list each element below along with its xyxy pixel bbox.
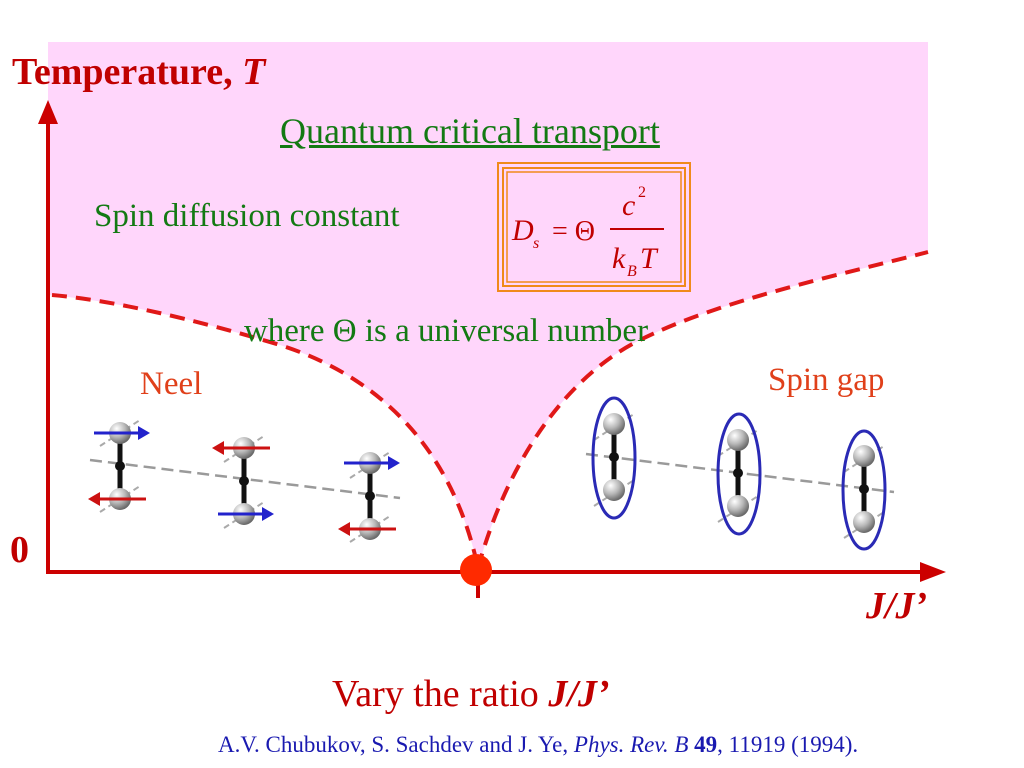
y-axis-label-variable: T bbox=[242, 51, 266, 93]
neel-lattice bbox=[88, 419, 401, 543]
singlet-ellipse bbox=[591, 396, 637, 520]
lattice-line-left bbox=[89, 458, 401, 500]
neel-dimer-3 bbox=[338, 451, 400, 543]
formula-box: D s = Θ c 2 k B T bbox=[497, 162, 691, 292]
neel-dimer-2 bbox=[212, 435, 274, 529]
x-axis-arrowhead bbox=[920, 562, 946, 582]
diagram-title: Quantum critical transport bbox=[280, 111, 660, 151]
formula-denominator-k: k bbox=[612, 242, 626, 275]
singlet-dimer-2 bbox=[716, 412, 762, 536]
spin-gap-phase-label: Spin gap bbox=[768, 362, 885, 398]
singlet-ellipse bbox=[841, 429, 887, 551]
singlet-dimer-3 bbox=[841, 429, 887, 551]
y-axis-arrowhead bbox=[38, 100, 58, 124]
citation-journal: Phys. Rev. B bbox=[573, 732, 689, 757]
formula-denominator-sub: B bbox=[627, 263, 637, 280]
formula-lhs: D bbox=[511, 214, 534, 247]
formula-denominator-t: T bbox=[640, 242, 659, 275]
spin-gap-lattice bbox=[585, 396, 895, 551]
neel-phase-label: Neel bbox=[140, 366, 203, 402]
vary-ratio-variable: J/J’ bbox=[548, 673, 610, 715]
x-axis-label: J/J’ bbox=[866, 585, 928, 627]
quantum-critical-point bbox=[460, 554, 492, 586]
crossover-line-left bbox=[51, 293, 480, 569]
formula-equals-theta: = Θ bbox=[552, 216, 595, 247]
y-axis-label: Temperature, T bbox=[12, 50, 265, 94]
quantum-critical-region bbox=[48, 42, 928, 568]
formula-lhs-sub: s bbox=[533, 235, 539, 252]
citation-authors: A.V. Chubukov, S. Sachdev and J. Ye, bbox=[218, 732, 574, 757]
singlet-dimer-1 bbox=[591, 396, 637, 520]
citation: A.V. Chubukov, S. Sachdev and J. Ye, Phy… bbox=[218, 732, 858, 758]
formula-numerator: c bbox=[622, 189, 635, 222]
citation-volume: 49 bbox=[694, 732, 718, 757]
spin-diffusion-label: Spin diffusion constant bbox=[94, 198, 400, 234]
neel-dimer-1 bbox=[88, 419, 150, 513]
citation-pages-year: , 11919 (1994). bbox=[717, 732, 859, 757]
singlet-ellipse bbox=[716, 412, 762, 536]
y-axis-label-text: Temperature, bbox=[12, 51, 243, 93]
universal-number-note: where Θ is a universal number bbox=[243, 313, 649, 349]
vary-ratio-text: Vary the ratio bbox=[332, 673, 549, 715]
vary-ratio-caption: Vary the ratio J/J’ bbox=[332, 672, 610, 716]
origin-label: 0 bbox=[10, 529, 29, 571]
formula-numerator-sup: 2 bbox=[638, 184, 646, 201]
